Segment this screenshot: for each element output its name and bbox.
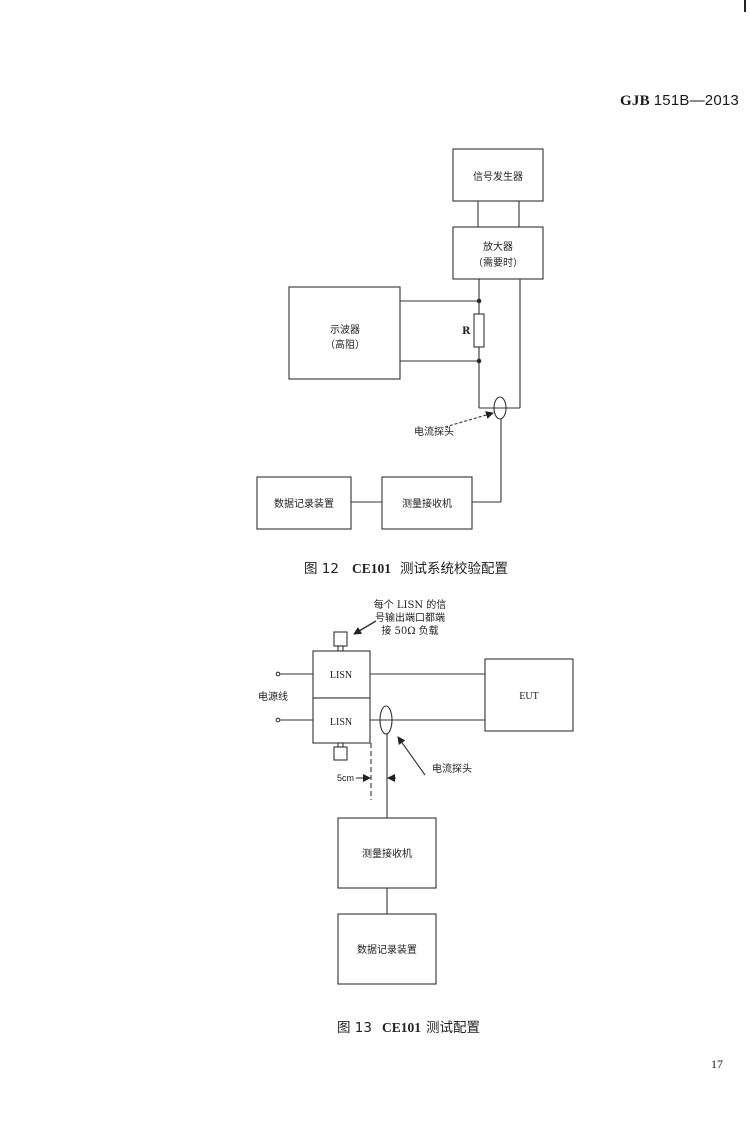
- standard-prefix: GJB: [620, 93, 650, 109]
- figure-13-number: 图 13: [337, 1020, 372, 1036]
- junction-dot: [476, 358, 482, 364]
- distance-label: 5cm: [337, 773, 354, 783]
- eut-label: EUT: [519, 691, 538, 702]
- resistor-label: R: [462, 326, 471, 337]
- load-terminator-bottom: [333, 746, 348, 761]
- oscilloscope-label: 示波器: [330, 323, 360, 336]
- junction-dot: [476, 298, 482, 304]
- figure-12-title: 测试系统校验配置: [400, 560, 508, 577]
- current-probe: [493, 396, 507, 420]
- measurement-receiver-label: 测量接收机: [402, 497, 452, 510]
- data-recorder-block: 数据记录装置: [337, 913, 437, 985]
- resistor: [473, 313, 485, 348]
- page-number: 17: [711, 1057, 723, 1071]
- standard-code: GJB 151B—2013: [620, 92, 739, 110]
- lisn-top-label: LISN: [330, 670, 352, 681]
- standard-number: 151B: [653, 92, 690, 109]
- amplifier-note: （需要时）: [473, 257, 523, 269]
- load-note-line2: 号输出端口都端: [375, 611, 445, 624]
- lisn-bottom-label: LISN: [330, 717, 352, 728]
- current-probe-label: 电流探头: [414, 425, 454, 438]
- data-recorder-block: 数据记录装置: [256, 476, 352, 530]
- figure-13: 每个 LISN 的信 号输出端口都端 接 50Ω 负载 LISN LISN 电源…: [258, 598, 574, 985]
- data-recorder-label: 数据记录装置: [274, 497, 334, 510]
- measurement-receiver-block: 测量接收机: [381, 476, 473, 530]
- load-note-arrow: [353, 620, 377, 635]
- figure-13-code: CE101: [382, 1020, 421, 1035]
- standard-separator: —: [689, 92, 705, 109]
- oscilloscope-note: （高阻）: [325, 338, 365, 351]
- lisn-bottom-block: LISN: [312, 697, 371, 744]
- load-connector-bottom: [337, 742, 344, 748]
- data-recorder-label: 数据记录装置: [357, 943, 417, 956]
- figure-13-title: 测试配置: [426, 1020, 480, 1036]
- current-probe-arrow: [444, 411, 494, 428]
- figure-13-caption: 图 13 CE101 测试配置: [337, 1020, 480, 1036]
- eut-block: EUT: [484, 658, 574, 732]
- current-probe-label: 电流探头: [432, 762, 472, 775]
- figure-12: 信号发生器 放大器 （需要时） 示波器 （高阻） R: [256, 148, 544, 530]
- scan-edge-mark: [744, 0, 746, 12]
- load-connector-top: [337, 645, 344, 652]
- signal-generator-block: 信号发生器: [452, 148, 544, 202]
- measurement-receiver-label: 测量接收机: [362, 847, 412, 860]
- load-note-line1: 每个 LISN 的信: [374, 598, 447, 611]
- amplifier-block: 放大器 （需要时）: [452, 226, 544, 280]
- current-probe: [379, 705, 393, 735]
- amplifier-label: 放大器: [483, 240, 513, 253]
- figure-12-caption: 图 12 CE101 测试系统校验配置: [304, 560, 508, 577]
- lisn-top-block: LISN: [312, 650, 371, 699]
- figure-12-number: 图 12: [304, 561, 339, 577]
- figure-12-code: CE101: [352, 561, 391, 576]
- oscilloscope-block: 示波器 （高阻）: [288, 286, 401, 380]
- measurement-receiver-block: 测量接收机: [337, 817, 437, 889]
- load-terminator-top: [333, 631, 348, 647]
- power-terminal-bottom: [275, 717, 281, 723]
- signal-generator-label: 信号发生器: [473, 170, 523, 183]
- power-terminal-top: [275, 671, 281, 677]
- power-lines-label: 电源线: [258, 690, 288, 703]
- standard-year: 2013: [704, 92, 739, 109]
- load-note-line3: 接 50Ω 负载: [381, 624, 438, 637]
- current-probe-arrow: [397, 736, 426, 776]
